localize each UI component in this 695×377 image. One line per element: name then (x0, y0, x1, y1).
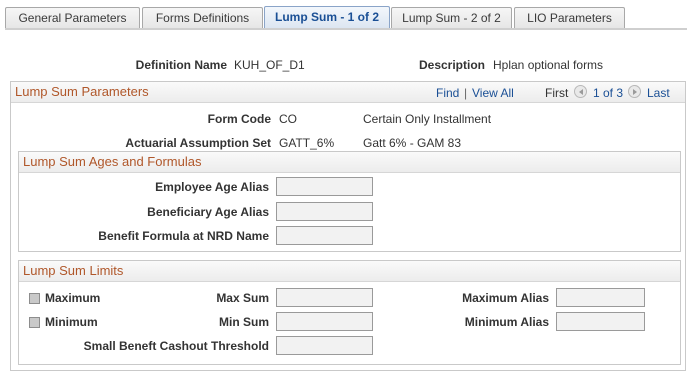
limits-title: Lump Sum Limits (23, 263, 124, 278)
definition-name-value: KUH_OF_D1 (234, 58, 305, 72)
maximum-alias-label: Maximum Alias (462, 291, 549, 305)
tab-lio-parameters[interactable]: LIO Parameters (514, 7, 625, 28)
tab-forms-definitions[interactable]: Forms Definitions (142, 7, 263, 28)
max-sum-field[interactable] (276, 288, 373, 307)
lump-sum-parameters-panel: Lump Sum Parameters Find | View All Firs… (10, 81, 686, 371)
minimum-label: Minimum (45, 315, 98, 329)
min-sum-label: Min Sum (219, 315, 269, 329)
tab-underline (5, 28, 687, 30)
find-link[interactable]: Find (436, 86, 460, 100)
small-benefit-threshold-field[interactable] (276, 336, 373, 355)
page-indicator: 1 of 3 (593, 86, 624, 100)
first-label[interactable]: First (545, 86, 569, 100)
limits-header: Lump Sum Limits (19, 261, 680, 282)
ages-formulas-panel: Lump Sum Ages and Formulas Employee Age … (18, 151, 681, 252)
description-value: Hplan optional forms (493, 58, 604, 72)
minimum-checkbox[interactable] (29, 317, 40, 328)
actuarial-assumption-label: Actuarial Assumption Set (125, 136, 271, 150)
employee-age-alias-field[interactable] (276, 177, 373, 196)
description-label: Description (418, 58, 485, 72)
tab-strip: General Parameters Forms Definitions Lum… (5, 6, 687, 29)
benefit-formula-label: Benefit Formula at NRD Name (98, 229, 269, 243)
benefit-formula-field[interactable] (276, 226, 373, 245)
form-code-label: Form Code (207, 112, 271, 126)
tab-general-parameters[interactable]: General Parameters (5, 7, 140, 28)
actuarial-assumption-description: Gatt 6% - GAM 83 (363, 136, 462, 150)
small-benefit-threshold-label: Small Beneft Cashout Threshold (83, 339, 269, 353)
last-link[interactable]: Last (647, 86, 670, 100)
nav-separator: | (464, 86, 468, 100)
maximum-alias-field[interactable] (556, 288, 645, 307)
view-all-link[interactable]: View All (472, 86, 514, 100)
ages-formulas-title: Lump Sum Ages and Formulas (23, 154, 202, 169)
lump-sum-parameters-header: Lump Sum Parameters Find | View All Firs… (11, 82, 685, 103)
left-arrow-icon[interactable] (574, 85, 587, 98)
employee-age-alias-label: Employee Age Alias (155, 180, 269, 194)
beneficiary-age-alias-field[interactable] (276, 202, 373, 221)
definition-name-label: Definition Name (135, 58, 227, 72)
maximum-label: Maximum (45, 291, 101, 305)
form-code-description: Certain Only Installment (363, 112, 492, 126)
actuarial-assumption-value: GATT_6% (279, 136, 335, 150)
tab-lump-sum-1[interactable]: Lump Sum - 1 of 2 (264, 6, 390, 29)
minimum-alias-field[interactable] (556, 312, 645, 331)
min-sum-field[interactable] (276, 312, 373, 331)
lump-sum-parameters-title: Lump Sum Parameters (15, 84, 149, 99)
max-sum-label: Max Sum (216, 291, 269, 305)
right-arrow-icon[interactable] (628, 85, 641, 98)
maximum-checkbox[interactable] (29, 293, 40, 304)
beneficiary-age-alias-label: Beneficiary Age Alias (147, 205, 269, 219)
ages-formulas-header: Lump Sum Ages and Formulas (19, 152, 680, 173)
limits-panel: Lump Sum Limits Maximum Max Sum Maximum … (18, 260, 681, 365)
form-code-value: CO (279, 112, 297, 126)
minimum-alias-label: Minimum Alias (464, 315, 549, 329)
tab-lump-sum-2[interactable]: Lump Sum - 2 of 2 (391, 7, 512, 28)
